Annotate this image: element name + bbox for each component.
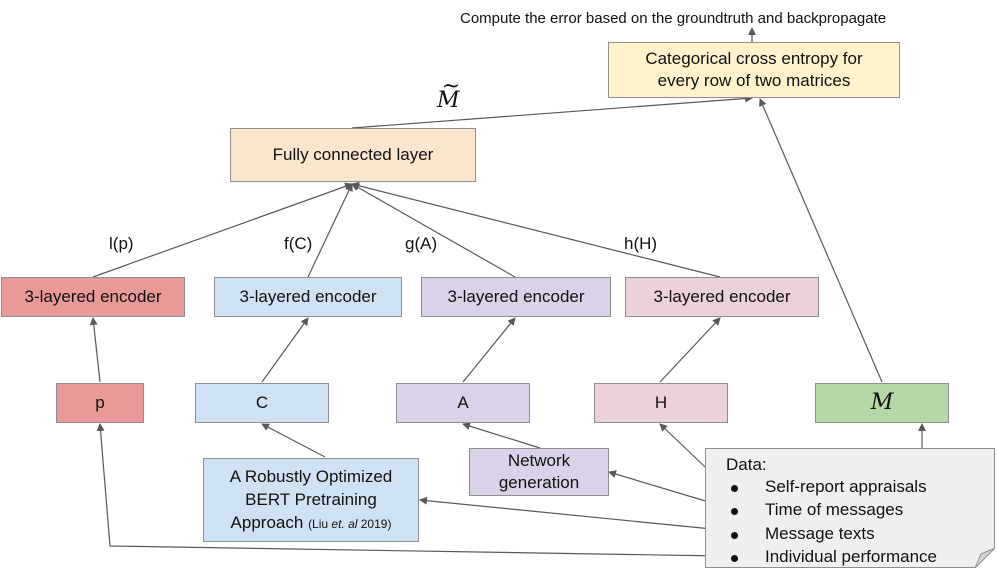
network-line2: generation [498,473,580,492]
loss-box: Categorical cross entropy for every row … [608,42,900,98]
arrow-network-to-a [462,422,541,449]
arrow-roberta-to-c [261,423,326,458]
bullet [731,508,738,515]
arrow-h-to-encoder [659,317,721,383]
arrow-c-to-encoder [261,317,309,383]
bullet [731,485,738,492]
m-tilde-tilde: ~ [441,74,461,99]
input-p-box: p [56,383,144,423]
input-m-box: M [815,383,949,423]
arrow-a-to-encoder [462,317,516,383]
encoder-c-box: 3-layered encoder [214,277,402,317]
data-item-performance: Individual performance [706,547,937,567]
data-item-time: Time of messages [706,500,903,520]
input-h-box: H [594,383,728,423]
arrow-p-to-encoder [89,317,101,383]
roberta-citation-pre: (Liu [308,516,332,531]
input-c-box: C [195,383,329,423]
input-a-box: A [396,383,530,423]
arrow-enc-h-to-fc [351,181,721,278]
roberta-citation-post: 2019) [357,516,392,531]
roberta-line3-text: Approach [230,512,304,532]
data-note-title: Data: [726,455,767,474]
roberta-line3: Approach (Liu et. al 2019) [231,511,392,536]
roberta-line2: BERT Pretraining [245,489,377,509]
data-item-label: Time of messages [765,500,904,519]
encoder-p-box: 3-layered encoder [1,277,185,317]
arrow-fc-to-loss [351,94,753,129]
note-folded-corner [975,548,995,568]
arrow-enc-c-to-fc [307,183,353,278]
roberta-citation-em: et. al [331,516,358,531]
data-note: Data: Self-report appraisals Time of mes… [705,448,995,568]
arrow-m-to-loss [759,98,883,383]
m-tilde-label: ~ M [437,74,460,113]
bullet [731,555,738,562]
encoder-h-box: 3-layered encoder [625,277,819,317]
function-label-h: h(H) [624,234,658,253]
arrow-time-to-network [608,470,723,507]
roberta-citation: (Liu et. al 2019) [308,517,391,531]
data-item-texts: Message texts [706,524,875,544]
network-generation-box: Network generation [469,448,609,496]
bullet [731,532,738,539]
arrow-performance-to-p [96,423,723,557]
function-label-l: l(p) [109,234,134,253]
top-caption: Compute the error based on the groundtru… [460,10,887,27]
data-item-label: Individual performance [765,547,937,566]
function-label-g: g(A) [405,234,438,253]
data-item-appraisals: Self-report appraisals [706,477,927,497]
arrow-enc-a-to-fc [351,183,516,278]
arrow-texts-to-roberta [419,496,723,531]
loss-box-line1: Categorical cross entropy for [645,49,863,68]
function-label-f: f(C) [284,234,313,253]
arrow-enc-p-to-fc [92,182,353,278]
loss-box-line2: every row of two matrices [657,71,851,90]
data-item-label: Message texts [765,524,875,543]
m-tilde-text: M [437,88,460,113]
data-item-label: Self-report appraisals [765,477,927,496]
encoder-a-box: 3-layered encoder [421,277,611,317]
network-line1: Network [507,451,571,470]
roberta-line1: A Robustly Optimized [229,466,393,486]
fully-connected-layer-box: Fully connected layer [230,128,476,182]
roberta-box: A Robustly Optimized BERT Pretraining Ap… [203,458,419,542]
